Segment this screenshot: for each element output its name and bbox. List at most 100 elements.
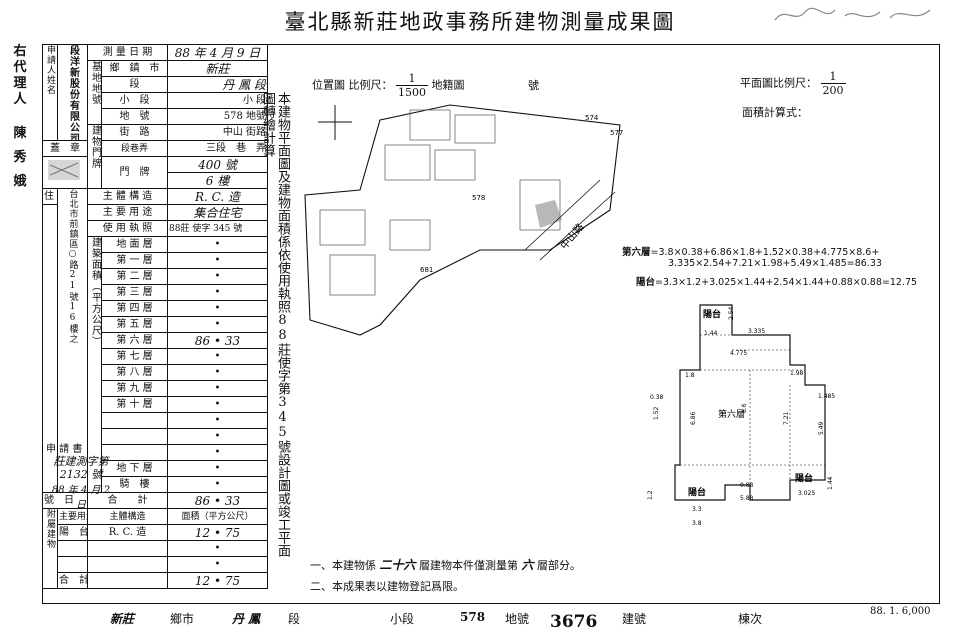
sixth-floor-formula-label: 第六層: [622, 247, 651, 258]
dim-label: 1.98: [790, 370, 804, 377]
application-date: 88 年 4 月 2 日: [51, 485, 111, 511]
township-value: 新莊: [167, 60, 268, 77]
floor-name: 第 四 層: [101, 300, 168, 317]
dim-label: 3.025: [798, 490, 815, 497]
floor-name: 地 面 層: [101, 236, 168, 253]
applicant-name: 段洋新股份有限公司: [57, 44, 88, 141]
dim-label: 0.88: [740, 482, 754, 489]
dim-label: 1.44: [827, 476, 834, 490]
floor-value-cell: •: [167, 284, 268, 301]
applicant-label: 申請人姓名: [42, 44, 58, 141]
lot-label-574: 574: [585, 114, 599, 122]
building-blocks: [319, 109, 561, 296]
section-value: 丹 鳳 段: [167, 76, 268, 93]
floor-name: 第 六 層: [101, 332, 168, 349]
footer-print-code: 88. 1. 6,000: [870, 606, 931, 617]
floor-name: [101, 412, 168, 429]
dim-label: 8.6: [741, 403, 748, 413]
dim-label: 1.52: [653, 406, 660, 420]
floor-value-cell: •: [167, 476, 268, 493]
road-label: 中山路: [557, 221, 586, 252]
structure-label: 主 體 構 造: [87, 188, 168, 205]
floor-name: 第 八 層: [101, 364, 168, 381]
floor-value-cell: •: [167, 460, 268, 477]
seal-box: [42, 156, 88, 189]
annex-area: •: [167, 540, 268, 557]
license-value: 88莊 使字 345 號: [167, 220, 268, 237]
lot-value: 578 地號: [167, 108, 268, 125]
balcony-formula-label: 陽台: [636, 277, 656, 288]
dim-label: 6.86: [690, 411, 697, 425]
floor-value-cell: •: [167, 268, 268, 285]
footer-bldg-label: 棟次: [738, 612, 763, 626]
dim-label: 2.54: [728, 306, 735, 320]
dim-label: 3.3: [692, 506, 702, 513]
footer-build-label: 建號: [622, 612, 647, 626]
township-label: 鄉 鎮 市: [101, 60, 168, 77]
application-value: 莊建測字第 2132 號: [53, 455, 109, 481]
floor-plan: 陽台 陽台 陽台 第六層 2.54 1.44 3.335 4.775 1.8 1…: [647, 304, 835, 527]
dim-label: 5.49: [818, 421, 825, 435]
balcony-tag: 陽台: [688, 486, 706, 498]
room-label: 第六層: [718, 408, 745, 420]
dim-label: 1.44: [704, 330, 718, 337]
balcony-tag: 陽台: [703, 308, 721, 320]
dim-label: 4.775: [730, 350, 747, 357]
dim-label: 0.38: [650, 394, 664, 401]
lot-label: 地 號: [101, 108, 168, 125]
annex-total-value: 12 • 75: [167, 572, 268, 589]
footer-section: 丹 鳳: [232, 612, 261, 626]
street-label: 街 路: [101, 124, 168, 141]
dim-label: 5.88: [740, 495, 754, 502]
subsection-label: 小 段: [101, 92, 168, 109]
address-label: 住: [42, 188, 58, 205]
location-scale-label: 比例尺：: [348, 78, 393, 92]
floor-outline: [674, 304, 826, 501]
dimension-lines: [680, 334, 825, 485]
lane-label: 段巷弄: [101, 140, 168, 157]
number-value: 400 號: [167, 156, 268, 173]
street-value: 中山 街路: [167, 124, 268, 141]
total-value: 86 • 33: [167, 492, 268, 509]
application-label: 申 請 書: [46, 444, 83, 455]
floor-value-cell: •: [167, 412, 268, 429]
license-label: 使 用 執 照: [87, 220, 168, 237]
cadastral-number-label: 號: [528, 78, 539, 92]
lane-value: 三段 巷 弄: [167, 140, 268, 157]
floor-name: 第 九 層: [101, 380, 168, 397]
measure-date-value: 88 年 4 月 9 日: [167, 44, 268, 61]
vertical-note: 本建物平面圖及建物面積係依使用執照88莊使字第345號設計圖或竣工平面圖轉繪計算: [260, 92, 290, 557]
use-label: 主 要 用 途: [87, 204, 168, 221]
dim-label: 3.335: [748, 328, 765, 335]
address-value: 台北市前鎮區○路21號16樓之: [57, 188, 88, 493]
registration-form: 申請人姓名 段洋新股份有限公司 測 量 日 期 88 年 4 月 9 日 基地地…: [42, 44, 268, 589]
sixth-floor-formula: 第六層=3.8×0.38+6.86×1.8+1.52×0.38+4.775×8.…: [622, 247, 880, 258]
number-label: 門 牌: [101, 156, 168, 189]
floor-value-cell: •: [167, 396, 268, 413]
balcony-tag: 陽台: [795, 472, 813, 484]
floor-value-cell: •: [167, 300, 268, 317]
subsection-value: 小 段: [167, 92, 268, 109]
section-label: 段: [101, 76, 168, 93]
annex-area: 12 • 75: [167, 524, 268, 541]
application-block: 申 請 書 莊建測字第 2132 號 88 年 4 月 2 日: [46, 440, 116, 511]
annex-total-label: 合 計: [57, 572, 88, 589]
annex-struct: [87, 540, 168, 557]
floor-value-cell: •: [167, 348, 268, 365]
floor-value-cell: •: [167, 252, 268, 269]
footer-section-label: 段: [288, 612, 301, 626]
dim-label: 1.2: [647, 490, 654, 500]
site-boundary: [304, 104, 621, 336]
annex-label: 附屬建物: [42, 508, 58, 589]
floor-name: 第 三 層: [101, 284, 168, 301]
annex-area: •: [167, 556, 268, 573]
sixth-floor-formula-2: 3.335×2.54+7.21×1.98+5.49×1.485=86.33: [668, 258, 882, 269]
floor-value: 6 樓: [167, 172, 268, 189]
annex-use: 陽 台: [57, 524, 88, 541]
area-calc-label: 面積計算式：: [742, 106, 808, 119]
lot-label-577: 577: [610, 129, 623, 137]
floor-name: 第 一 層: [101, 252, 168, 269]
